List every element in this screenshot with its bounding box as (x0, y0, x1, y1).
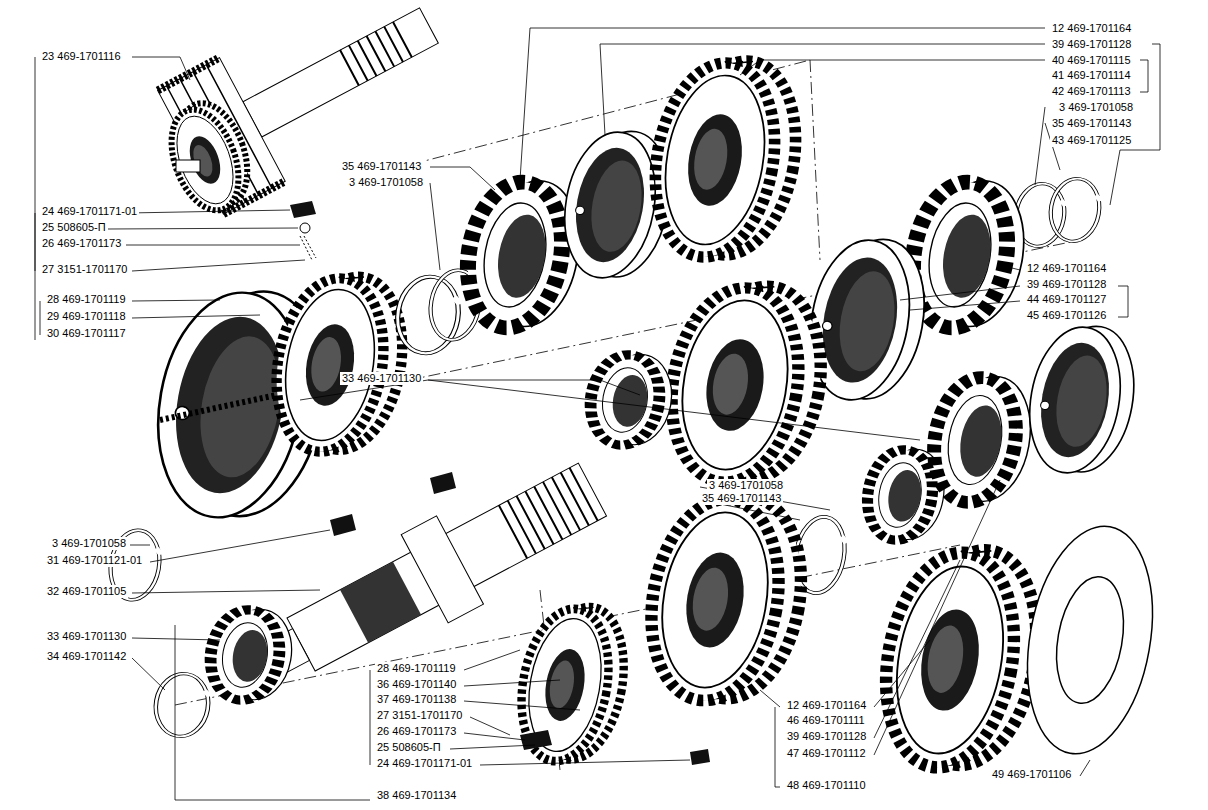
part-callout: 33 469-1701130 (45, 630, 128, 643)
part-callout: 31 469-1701121-01 (45, 554, 144, 567)
part-callout: 28 469-1701119 (45, 293, 128, 306)
part-callout: 35 469-1701143 (1050, 117, 1133, 130)
part-callout: 12 469-1701164 (1050, 22, 1133, 35)
part-callout: 33 469-1701130 (340, 372, 423, 385)
part-callout: 27 3151-1701170 (40, 263, 129, 276)
part-callout: 28 469-1701119 (375, 662, 458, 675)
part-callout: 25 508605-П (40, 221, 108, 234)
part-callout: 23 469-1701116 (40, 50, 123, 63)
part-callout: 34 469-1701142 (45, 650, 128, 663)
part-callout: 47 469-1701112 (785, 747, 868, 760)
part-callout: 41 469-1701114 (1050, 69, 1133, 82)
part-callout: 29 469-1701118 (45, 310, 128, 323)
part-callout: 24 469-1701171-01 (375, 757, 474, 770)
part-callout: 46 469-1701111 (785, 714, 867, 727)
part-callout: 35 469-1701143 (700, 492, 783, 505)
part-callout: 49 469-1701106 (990, 768, 1073, 781)
part-callout: 43 469-1701125 (1050, 134, 1133, 147)
part-callout: 48 469-1701110 (785, 779, 868, 792)
part-callout: 44 469-1701127 (1025, 293, 1108, 306)
part-callout: 45 469-1701126 (1025, 309, 1108, 322)
part-callout: 26 469-1701173 (40, 237, 123, 250)
part-callout: 30 469-1701117 (45, 327, 128, 340)
part-callout: 26 469-1701173 (375, 725, 458, 738)
part-callout: 42 469-1701113 (1050, 85, 1133, 98)
part-callout: 37 469-1701138 (375, 693, 458, 706)
part-callout: 12 469-1701164 (785, 699, 868, 712)
part-callout: 3 469-1701058 (50, 537, 128, 550)
part-callout: 24 469-1701171-01 (40, 205, 139, 218)
part-callout: 12 469-1701164 (1025, 262, 1108, 275)
part-callout: 36 469-1701140 (375, 678, 458, 691)
part-callout: 3 469-1701058 (707, 479, 785, 492)
part-callout: 32 469-1701105 (45, 585, 128, 598)
part-callout: 35 469-1701143 (340, 160, 423, 173)
part-callout: 39 469-1701128 (1025, 278, 1108, 291)
part-callout: 3 469-1701058 (347, 176, 425, 189)
part-callout: 38 469-1701134 (375, 789, 458, 802)
part-callout: 27 3151-1701170 (375, 709, 464, 722)
part-callout: 39 469-1701128 (1050, 38, 1133, 51)
part-callout: 3 469-1701058 (1057, 101, 1135, 114)
part-callout: 25 508605-П (375, 741, 443, 754)
part-callout: 40 469-1701115 (1050, 54, 1133, 67)
part-callout: 39 469-1701128 (785, 730, 868, 743)
